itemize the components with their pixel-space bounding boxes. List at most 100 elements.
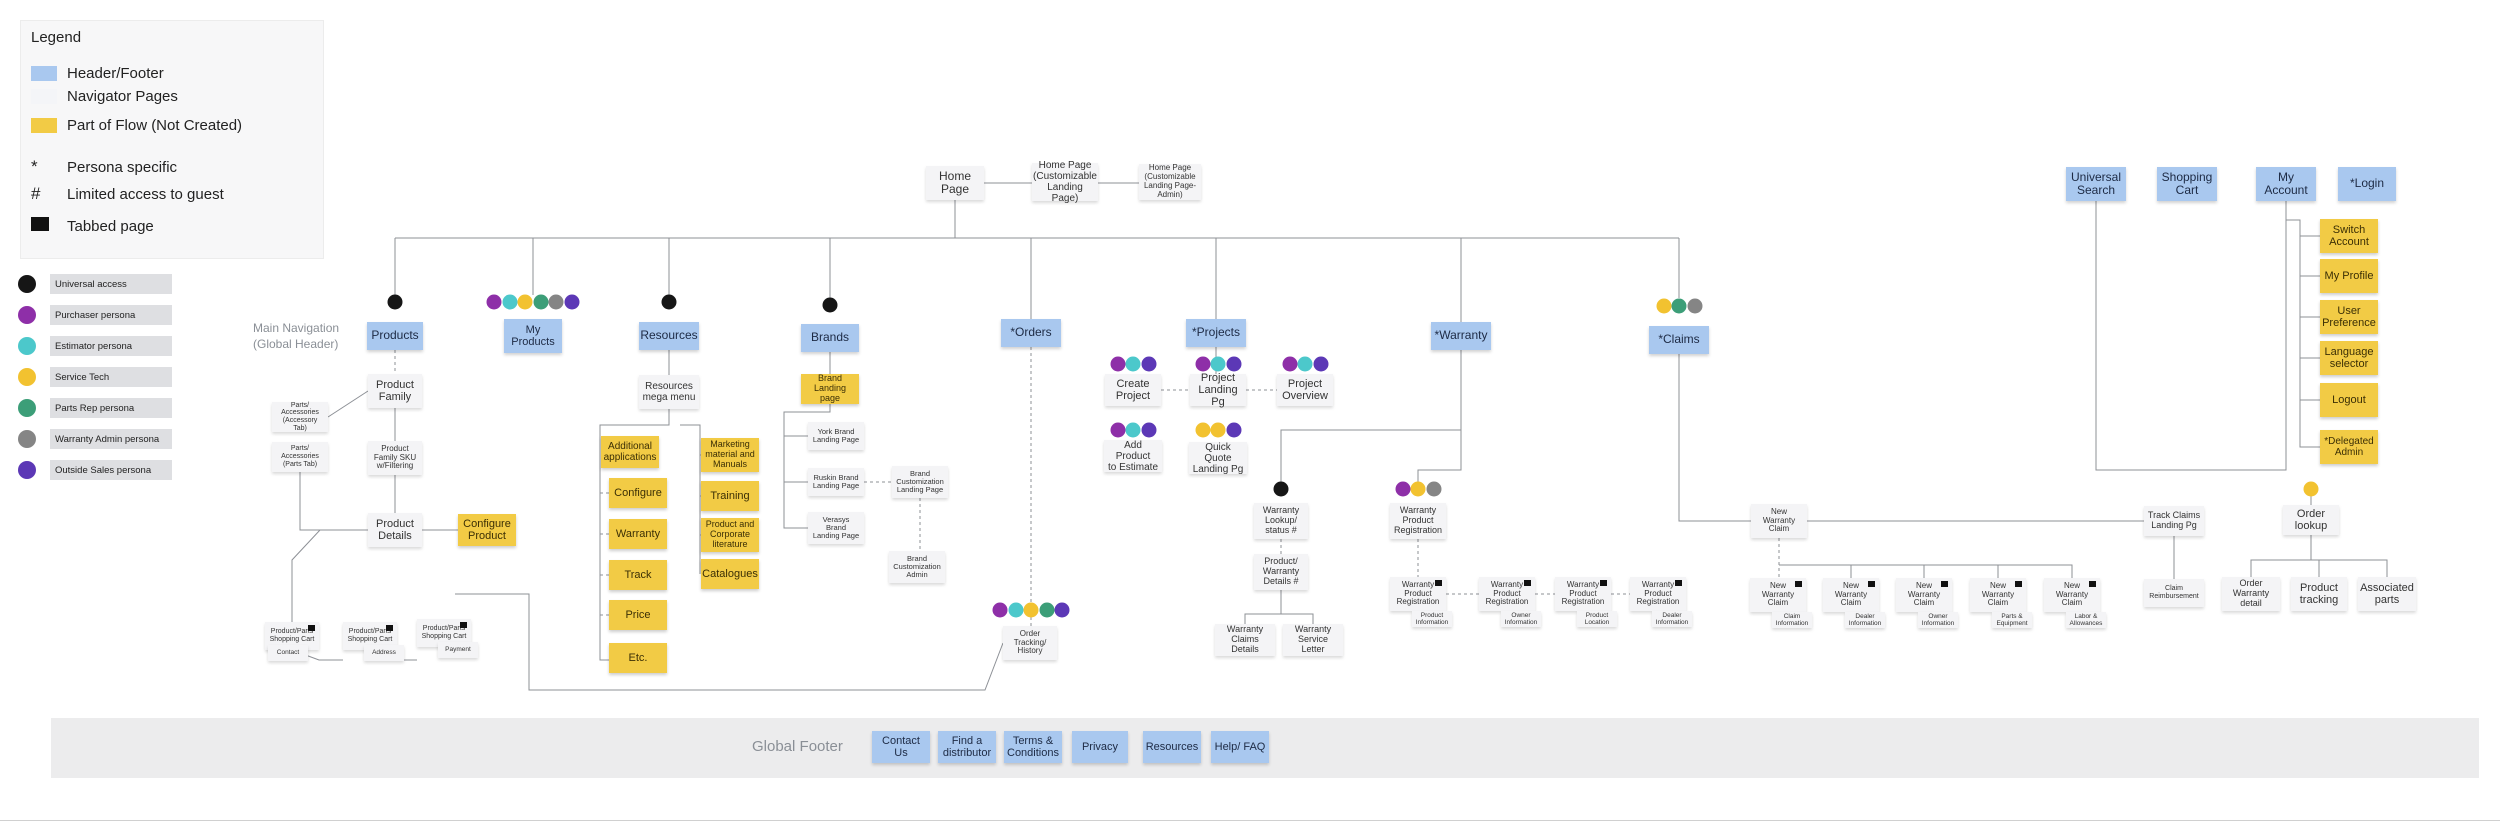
node-nwc4-tab: Parts & Equipment <box>1992 612 2032 628</box>
connector-line <box>1244 590 1282 624</box>
node-language-selector: Language selector <box>2320 341 2378 375</box>
node-catalogues: Catalogues <box>701 559 759 589</box>
persona-access-dot <box>1210 422 1226 438</box>
node-my-profile: My Profile <box>2320 259 2378 293</box>
legend-label: Tabbed page <box>67 217 154 235</box>
persona-dot <box>18 430 36 448</box>
legend-item-tabbed-page: Tabbed page <box>31 216 154 236</box>
hash-symbol: # <box>31 184 41 203</box>
connector-line <box>1281 613 1314 624</box>
node-wpr3-tab: Product Location <box>1577 611 1617 627</box>
node-product-warranty-details: Product/ Warranty Details # <box>1254 554 1308 590</box>
persona-access-dot <box>1656 298 1671 314</box>
persona-access-dot <box>1273 481 1289 497</box>
node-order-lookup: Order lookup <box>2283 505 2339 535</box>
persona-access-dot <box>1125 356 1141 372</box>
persona-access-dot <box>517 294 533 310</box>
node-nwc5-tab: Labor & Allowances <box>2066 612 2106 628</box>
node-nwc5: New Warranty Claim <box>2044 578 2100 612</box>
persona-legend-item: Purchaser persona <box>18 305 172 325</box>
connector-line <box>1779 564 1852 578</box>
node-parts-acc-tab: Parts/ Accessories (Accessory Tab) <box>272 402 328 432</box>
footer-link[interactable]: Help/ FAQ <box>1211 731 1269 763</box>
legend-item-limited-guest: # Limited access to guest <box>31 184 224 204</box>
node-warranty-service-letter: Warranty Service Letter <box>1283 624 1343 656</box>
node-user-preference: User Preference <box>2320 300 2378 334</box>
persona-legend-item: Outside Sales persona <box>18 460 172 480</box>
connector-line <box>1678 354 1751 522</box>
node-home-custom: Home Page (Customizable Landing Page) <box>1032 160 1098 204</box>
node-ruskin-brand: Ruskin Brand Landing Page <box>808 468 864 496</box>
node-training: Training <box>701 481 759 511</box>
node-verasys-brand: Verasys Brand Landing Page <box>808 512 864 544</box>
persona-label: Estimator persona <box>50 336 172 356</box>
footer-link[interactable]: Resources <box>1143 731 1201 763</box>
persona-access-dot <box>992 602 1008 618</box>
node-etc: Etc. <box>609 643 667 673</box>
tab-icon <box>1675 580 1682 586</box>
persona-access-dot <box>564 294 580 310</box>
persona-access-dot <box>1008 602 1023 618</box>
node-add-product-estimate: Add Product to Estimate <box>1104 440 1162 473</box>
node-products: Products <box>367 322 423 350</box>
persona-access-dot <box>1195 422 1210 438</box>
persona-label: Universal access <box>50 274 172 294</box>
tab-icon <box>31 217 49 231</box>
node-nwc2-tab: Dealer Information <box>1845 612 1885 628</box>
persona-dot <box>18 275 36 293</box>
persona-legend-item: Parts Rep persona <box>18 398 172 418</box>
legend-title: Legend <box>31 29 82 46</box>
node-warranty-res: Warranty <box>609 519 667 549</box>
node-home-admin: Home Page (Customizable Landing Page- Ad… <box>1139 164 1201 200</box>
legend-item-persona-specific: * Persona specific <box>31 157 177 177</box>
persona-dot <box>18 399 36 417</box>
footer-link[interactable]: Terms & Conditions <box>1004 731 1062 763</box>
tab-icon <box>386 625 393 631</box>
connector-line <box>327 390 369 418</box>
tab-icon <box>2089 581 2096 587</box>
persona-access-dot <box>1426 481 1441 497</box>
persona-dot <box>18 337 36 355</box>
persona-legend-item: Estimator persona <box>18 336 172 356</box>
legend-label: Persona specific <box>67 158 178 176</box>
tab-icon <box>1600 580 1607 586</box>
node-projects: *Projects <box>1186 319 1246 347</box>
persona-legend-item: Service Tech <box>18 367 172 387</box>
persona-access-dot <box>1195 356 1210 372</box>
footer-link[interactable]: Contact Us <box>872 731 930 763</box>
footer-link[interactable]: Find a distributor <box>938 731 996 763</box>
persona-access-dot <box>1023 602 1039 618</box>
persona-label: Purchaser persona <box>50 305 172 325</box>
connector-line <box>299 472 368 531</box>
legend-item-navigator-pages: Navigator Pages <box>31 88 178 105</box>
node-nwc3: New Warranty Claim <box>1896 578 1952 612</box>
tab-icon <box>1941 581 1948 587</box>
legend-item-flow: Part of Flow (Not Created) <box>31 117 242 134</box>
persona-access-dot <box>1054 602 1070 618</box>
node-brand-landing: Brand Landing page <box>801 373 859 404</box>
persona-legend-item: Universal access <box>18 274 172 294</box>
footer-link[interactable]: Privacy <box>1072 731 1128 763</box>
node-product-family: Product Family <box>368 374 422 408</box>
asterisk-symbol: * <box>31 157 38 176</box>
node-resources-mega: Resources mega menu <box>639 375 699 409</box>
node-warranty-lookup: Warranty Lookup/ status # <box>1254 503 1308 539</box>
persona-access-dot <box>1226 422 1241 438</box>
connector-line <box>2286 219 2320 448</box>
node-project-landing: Project Landing Pg <box>1190 372 1246 408</box>
connector-line <box>2250 535 2312 577</box>
node-price: Price <box>609 600 667 630</box>
node-wpr1: Warranty Product Registration <box>1390 577 1446 611</box>
persona-access-dot <box>387 294 403 310</box>
persona-access-dot <box>1110 422 1125 438</box>
node-configure-product: Configure Product <box>458 514 516 546</box>
connector-line <box>1779 564 2073 578</box>
connector-line <box>1779 564 1999 578</box>
tab-icon <box>2015 581 2022 587</box>
node-cart-address-tab: Address <box>364 645 404 661</box>
persona-label: Parts Rep persona <box>50 398 172 418</box>
node-cart-contact-tab: Contact <box>268 645 308 661</box>
node-product-literature: Product and Corporate literature <box>701 518 759 552</box>
connector-line <box>1280 350 1462 482</box>
